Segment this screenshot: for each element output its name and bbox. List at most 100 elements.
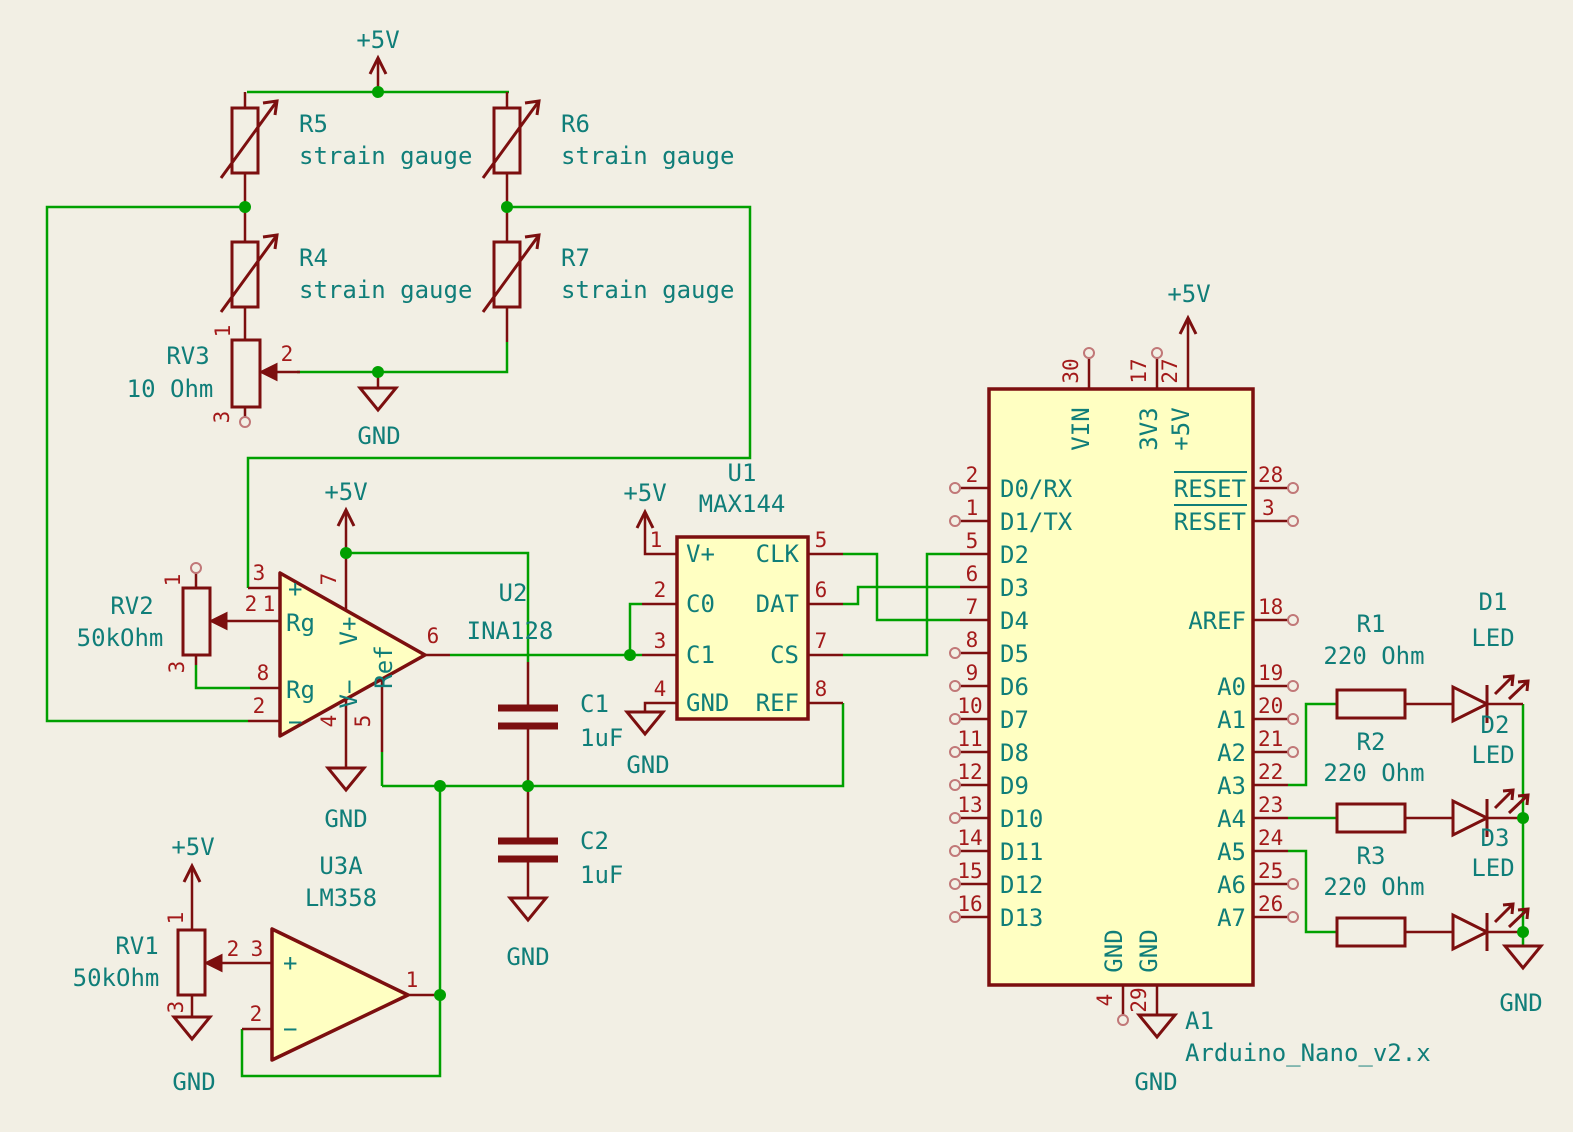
reference-label[interactable]: R1 [1357, 610, 1386, 638]
value-label[interactable]: 220 Ohm [1323, 642, 1424, 670]
pin-name: A4 [1217, 805, 1246, 833]
capacitor-c1[interactable]: C1 1uF [498, 662, 623, 786]
value-label[interactable]: LED [1471, 854, 1514, 882]
value-label[interactable]: 220 Ohm [1323, 759, 1424, 787]
value-label[interactable]: 50kOhm [73, 964, 160, 992]
value-label[interactable]: 220 Ohm [1323, 873, 1424, 901]
reference-label[interactable]: R5 [299, 110, 328, 138]
value-label[interactable]: strain gauge [561, 142, 734, 170]
gnd-triangle-icon [506, 896, 550, 923]
resistor-r5[interactable]: R5 strain gauge [219, 92, 472, 207]
value-label[interactable]: 10 Ohm [127, 375, 214, 403]
pin-name: CS [770, 641, 799, 669]
wire-lm358-feedback[interactable] [240, 995, 442, 1078]
reference-label[interactable]: D2 [1481, 711, 1510, 739]
resistor-r1[interactable]: R1 220 Ohm [1323, 610, 1453, 720]
value-label[interactable]: INA128 [467, 617, 554, 645]
ic-body[interactable] [987, 387, 1255, 987]
value-label[interactable]: Arduino_Nano_v2.x [1185, 1039, 1431, 1067]
wire-dat-to-d3[interactable] [843, 585, 960, 606]
value-label[interactable]: LM358 [305, 884, 377, 912]
reference-label[interactable]: C1 [580, 690, 609, 718]
resistor-r6[interactable]: R6 strain gauge [481, 92, 734, 207]
wire-a3-to-r1[interactable] [1288, 702, 1337, 787]
ic-a1-arduino-nano[interactable]: 30 17 27 VIN 3V3 +5V 4 29 GND GND 2 1 5 … [957, 358, 1431, 1067]
pin-name: RESET [1174, 508, 1246, 536]
wire-bridge-right-to-inamp-plus[interactable] [246, 205, 752, 588]
power-symbols[interactable]: +5V +5V +5V +5V +5V [171, 26, 1211, 930]
gnd-symbol-max144[interactable]: GND [623, 701, 677, 779]
wires[interactable] [45, 90, 1525, 1078]
opamp-u3a-lm358[interactable]: 3 2 1 + − U3A LM358 [242, 852, 440, 1062]
pin-number: 15 [957, 859, 982, 883]
wire-bridge-left-to-inamp-minus[interactable] [45, 205, 248, 723]
reference-label[interactable]: C2 [580, 827, 609, 855]
plus5v-symbol-ina128[interactable]: +5V [324, 478, 368, 553]
potentiometer-rv1[interactable]: 1 2 3 RV1 50kOhm [73, 912, 272, 1014]
gnd-symbol-rv1[interactable]: GND [170, 995, 216, 1096]
wire-a5-to-r3[interactable] [1288, 849, 1337, 934]
gnd-symbol-ina128[interactable]: GND [324, 700, 368, 833]
gnd-symbol-c2[interactable]: GND [506, 896, 550, 971]
ground-symbols[interactable]: GND GND GND GND GND GND GND [170, 373, 1545, 1096]
gnd-symbol-bridge[interactable]: GND [356, 373, 401, 450]
capacitor-c2[interactable]: C2 1uF [498, 786, 623, 898]
reference-label[interactable]: R3 [1357, 842, 1386, 870]
led-d1[interactable]: D1 LED [1451, 588, 1530, 724]
opamp-triangle[interactable] [270, 927, 410, 1062]
led-d2[interactable]: D2 LED [1451, 711, 1530, 838]
arduino-left-pins[interactable] [960, 486, 989, 919]
resistor-r3[interactable]: R3 220 Ohm [1323, 842, 1453, 948]
value-label[interactable]: LED [1471, 624, 1514, 652]
gnd-label: GND [357, 422, 400, 450]
reference-label[interactable]: RV2 [110, 592, 153, 620]
value-label[interactable]: 1uF [580, 861, 623, 889]
potentiometer-rv2[interactable]: 1 2 3 RV2 50kOhm [77, 573, 280, 673]
plus5v-symbol-max144[interactable]: +5V [623, 479, 677, 556]
wire-rv2-pin3-to-rg[interactable] [194, 665, 250, 690]
reference-label[interactable]: U1 [728, 459, 757, 487]
plus5v-symbol-rv1[interactable]: +5V [171, 833, 215, 930]
reference-label[interactable]: RV1 [115, 932, 158, 960]
value-label[interactable]: strain gauge [299, 142, 472, 170]
wire-ref-rail[interactable] [382, 703, 845, 788]
reference-label[interactable]: R6 [561, 110, 590, 138]
reference-label[interactable]: U2 [499, 579, 528, 607]
value-label[interactable]: strain gauge [299, 276, 472, 304]
gnd-symbol-leds[interactable]: GND [1499, 944, 1545, 1017]
value-label[interactable]: 50kOhm [77, 624, 164, 652]
resistor-r7[interactable]: R7 strain gauge [481, 207, 734, 342]
plus5v-symbol-bridge[interactable]: +5V [356, 26, 400, 92]
wire-plus5v-to-c1[interactable] [346, 551, 530, 662]
value-label[interactable]: LED [1471, 741, 1514, 769]
reference-label[interactable]: R2 [1357, 728, 1386, 756]
reference-label[interactable]: R4 [299, 244, 328, 272]
value-label[interactable]: strain gauge [561, 276, 734, 304]
reference-label[interactable]: D1 [1479, 588, 1508, 616]
wire-c0-branch[interactable] [628, 602, 642, 655]
opamp-u2-ina128[interactable]: 3 1 8 2 7 4 5 6 + Rg Rg − V+ V− Ref U2 I… [248, 553, 553, 752]
pin-name: VIN [1067, 407, 1095, 450]
reference-label[interactable]: U3A [319, 852, 363, 880]
reference-label[interactable]: R7 [561, 244, 590, 272]
value-label[interactable]: 1uF [580, 724, 623, 752]
pin-number: 16 [957, 892, 982, 916]
wire-bridge-bottom-gnd[interactable] [297, 342, 509, 374]
resistor-r4[interactable]: R4 strain gauge [219, 207, 472, 340]
resistor-r2[interactable]: R2 220 Ohm [1323, 728, 1453, 834]
potentiometer-rv3[interactable]: 1 2 3 RV3 10 Ohm [127, 325, 300, 424]
reference-label[interactable]: D3 [1481, 824, 1510, 852]
reference-label[interactable]: A1 [1185, 1007, 1214, 1035]
opamp-triangle[interactable] [278, 571, 427, 738]
value-label[interactable]: MAX144 [699, 490, 786, 518]
arduino-right-pins[interactable] [1253, 486, 1288, 919]
pin-name: D10 [1000, 805, 1043, 833]
led-d3[interactable]: D3 LED [1451, 824, 1530, 952]
gnd-symbol-arduino[interactable]: GND [1134, 985, 1179, 1096]
pin-number-5: 5 [351, 715, 375, 728]
ic-u1-max144[interactable]: 1 2 3 4 V+ C0 C1 GND 5 6 7 8 CLK DAT CS … [642, 459, 843, 721]
ic-body[interactable] [675, 535, 810, 721]
plus5v-symbol-arduino[interactable]: +5V [1167, 280, 1211, 389]
wire-cs-to-d2[interactable] [843, 552, 960, 657]
reference-label[interactable]: RV3 [166, 342, 209, 370]
